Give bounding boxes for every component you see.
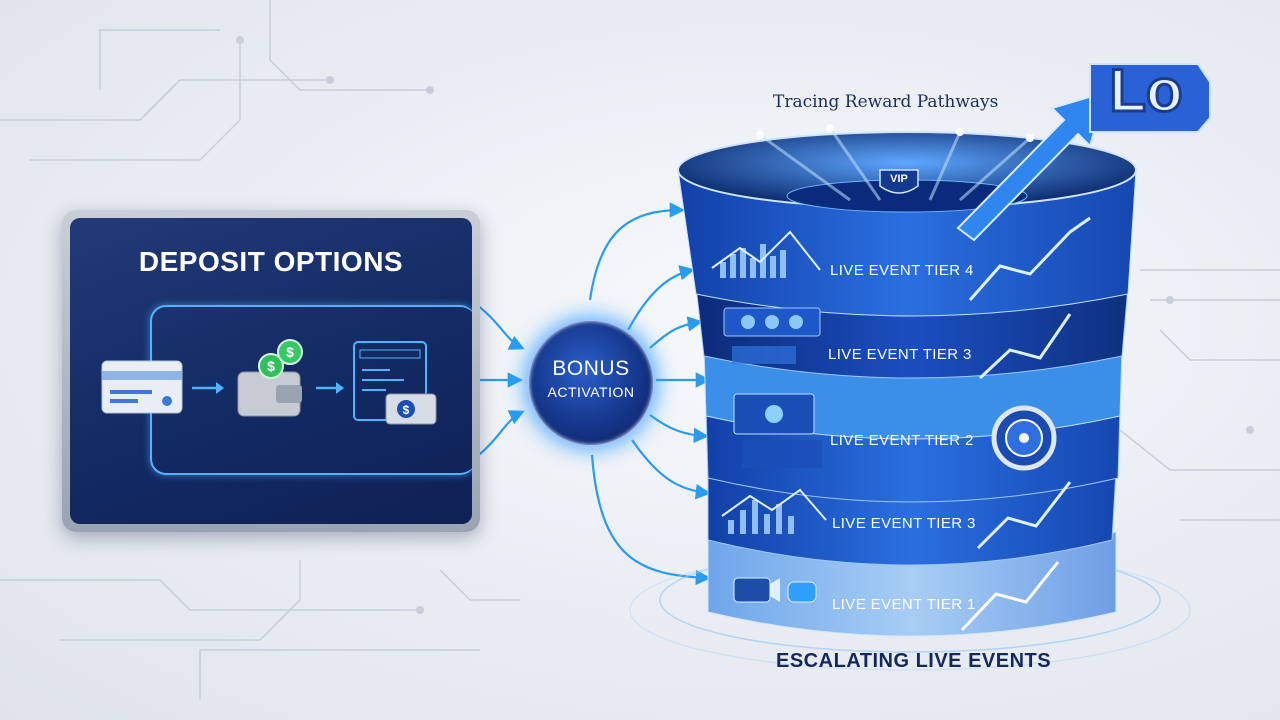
deposit-step-icons: $ $ $ <box>101 339 437 425</box>
bar-chart-icon <box>720 244 786 278</box>
tier-label-live-event-tier-3-lower: LIVE EVENT TIER 3 <box>832 515 976 532</box>
vip-shield-icon <box>879 169 919 194</box>
roulette-wheel-icon <box>991 405 1057 471</box>
step-arrowhead-2 <box>336 382 344 394</box>
bonus-label: BONUS <box>552 357 630 380</box>
deposit-options-body: DEPOSIT OPTIONS <box>70 218 472 524</box>
trend-line-icon <box>711 230 821 271</box>
tier3b-growth-arrow-icon <box>976 481 1072 550</box>
tier-label-live-event-tier-2: LIVE EVENT TIER 2 <box>830 432 974 449</box>
tier3-growth-arrow-icon <box>978 313 1072 380</box>
tier-label-live-event-tier-4: LIVE EVENT TIER 4 <box>830 262 974 279</box>
credit-card-icon <box>101 360 183 414</box>
wallet-with-coins-icon: $ $ <box>237 339 303 417</box>
bonus-to-tier-arrows <box>588 202 712 586</box>
tier-label-live-event-tier-1: LIVE EVENT TIER 1 <box>832 596 976 613</box>
step-arrowhead-1 <box>216 382 224 394</box>
bar-chart-icon-lower <box>728 500 794 534</box>
spotlight-beams <box>759 127 1031 202</box>
activation-label: ACTIVATION <box>547 384 635 400</box>
trend-line-icon-lower <box>721 488 827 521</box>
circuit-traces <box>0 0 1280 700</box>
vip-badge-label: VIP <box>890 173 908 185</box>
circuit-nodes <box>236 36 1254 614</box>
tier1-growth-arrow-icon <box>960 561 1060 632</box>
crowd-icon <box>723 307 821 364</box>
logo-badge <box>1089 63 1211 133</box>
video-chat-icon <box>733 577 817 603</box>
deposit-options-panel: DEPOSIT OPTIONS <box>62 210 480 532</box>
online-payment-icon: $ <box>353 341 437 425</box>
svg-text:$: $ <box>286 344 294 360</box>
tier4-growth-arrow-icon <box>968 216 1091 301</box>
stage-screen-icon <box>733 393 822 468</box>
bonus-activation-node: BONUS ACTIVATION <box>526 318 656 448</box>
logo-text: Lo <box>1108 56 1184 126</box>
funnel-footer: ESCALATING LIVE EVENTS <box>776 650 1052 672</box>
svg-text:$: $ <box>267 358 275 374</box>
spotlights <box>756 124 1034 142</box>
tier-label-live-event-tier-3: LIVE EVENT TIER 3 <box>828 346 972 363</box>
funnel-heading: Tracing Reward Pathways <box>773 92 999 112</box>
deposit-options-title: DEPOSIT OPTIONS <box>138 246 404 277</box>
svg-text:$: $ <box>403 403 410 417</box>
